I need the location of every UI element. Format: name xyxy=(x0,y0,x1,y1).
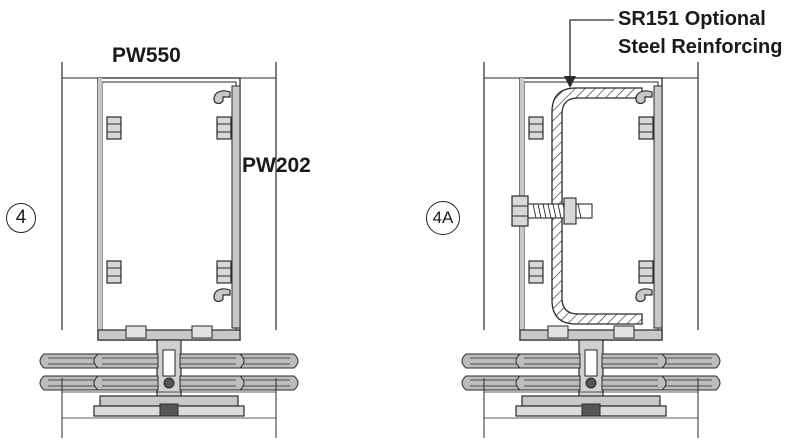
through-bolt-head xyxy=(511,195,529,227)
reinforcing-label-line1: SR151 Optional xyxy=(618,8,766,30)
reinforcing-leader-line xyxy=(569,19,614,82)
through-bolt-nut xyxy=(563,197,577,225)
detail-number-4a: 4A xyxy=(426,201,460,235)
through-bolt-shank xyxy=(527,203,593,219)
mullion-label: PW550 xyxy=(112,44,181,67)
reinforcing-leader-arrow xyxy=(564,76,576,88)
detail-4a-drawing xyxy=(461,19,721,438)
detail-4-drawing xyxy=(39,62,299,438)
adaptor-label: PW202 xyxy=(242,154,311,177)
detail-number-4: 4 xyxy=(6,203,36,233)
steel-reinforcing-channel xyxy=(551,87,643,325)
reinforcing-label-line2: Steel Reinforcing xyxy=(618,36,783,58)
